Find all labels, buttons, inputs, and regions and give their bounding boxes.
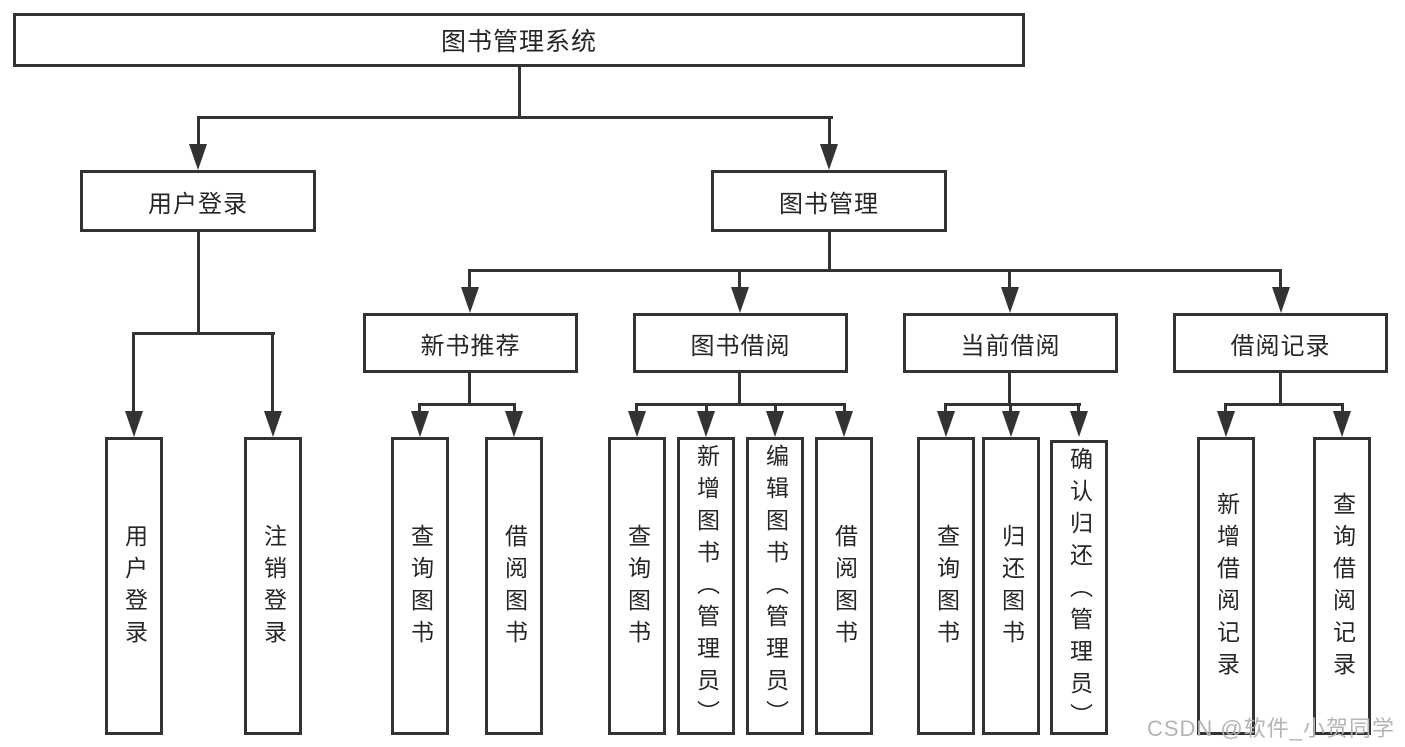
arrow-down-icon — [937, 411, 955, 437]
connector-line — [197, 116, 833, 119]
connector-line — [944, 403, 947, 413]
connector-line — [1224, 403, 1227, 413]
connector-line — [635, 403, 638, 413]
arrow-down-icon — [264, 411, 282, 437]
node-book-management: 图书管理 — [711, 170, 947, 232]
node-book-borrowing: 图书借阅 — [633, 313, 848, 373]
connector-line — [418, 403, 421, 413]
leaf-borrow-books-1: 借阅图书 — [485, 437, 543, 735]
connector-line — [468, 269, 471, 289]
connector-line — [1009, 403, 1012, 413]
leaf-query-books-1: 查询图书 — [391, 437, 449, 735]
arrow-down-icon — [628, 411, 646, 437]
arrow-down-icon — [1002, 411, 1020, 437]
connector-line — [828, 116, 831, 148]
leaf-edit-books-admin: 编辑图书（管理员） — [746, 437, 804, 735]
connector-line — [418, 403, 516, 406]
connector-line — [705, 403, 708, 413]
connector-line — [271, 332, 274, 413]
connector-line — [843, 403, 846, 413]
leaf-confirm-return-admin: 确认归还（管理员） — [1050, 440, 1108, 735]
arrow-down-icon — [1272, 287, 1290, 313]
leaf-query-books-3: 查询图书 — [917, 437, 975, 735]
arrow-down-icon — [1333, 411, 1351, 437]
node-current-borrowing: 当前借阅 — [903, 313, 1118, 373]
connector-line — [1008, 269, 1011, 289]
connector-line — [132, 332, 135, 413]
arrow-down-icon — [1070, 411, 1088, 437]
arrow-down-icon — [1001, 287, 1019, 313]
leaf-query-books-2: 查询图书 — [608, 437, 666, 735]
leaf-user-login: 用户登录 — [105, 437, 163, 735]
connector-line — [1279, 269, 1282, 289]
connector-line — [1008, 373, 1011, 406]
connector-line — [1077, 403, 1080, 413]
leaf-add-books-admin: 新增图书（管理员） — [677, 437, 735, 735]
arrow-down-icon — [189, 144, 207, 170]
connector-line — [944, 403, 1081, 406]
connector-line — [1341, 403, 1344, 413]
arrow-down-icon — [505, 411, 523, 437]
connector-line — [828, 232, 831, 272]
connector-line — [197, 116, 200, 148]
node-user-login: 用户登录 — [80, 170, 316, 232]
connector-line — [738, 373, 741, 406]
leaf-borrow-books-2: 借阅图书 — [815, 437, 873, 735]
node-new-book-recommend: 新书推荐 — [363, 313, 578, 373]
connector-line — [132, 332, 275, 335]
csdn-watermark: CSDN @软件_小贺同学 — [1146, 716, 1395, 741]
arrow-down-icon — [766, 411, 784, 437]
arrow-down-icon — [1217, 411, 1235, 437]
arrow-down-icon — [697, 411, 715, 437]
leaf-return-books: 归还图书 — [982, 437, 1040, 735]
connector-line — [738, 269, 741, 289]
arrow-down-icon — [731, 287, 749, 313]
arrow-down-icon — [820, 144, 838, 170]
arrow-down-icon — [411, 411, 429, 437]
leaf-add-borrow-record: 新增借阅记录 — [1197, 437, 1255, 735]
connector-line — [635, 403, 846, 406]
arrow-down-icon — [461, 287, 479, 313]
connector-line — [468, 269, 1282, 272]
node-borrow-records: 借阅记录 — [1173, 313, 1388, 373]
connector-line — [1279, 373, 1282, 406]
connector-line — [774, 403, 777, 413]
arrow-down-icon — [835, 411, 853, 437]
connector-line — [1224, 403, 1344, 406]
arrow-down-icon — [125, 411, 143, 437]
leaf-logout: 注销登录 — [244, 437, 302, 735]
connector-line — [468, 373, 471, 406]
leaf-query-borrow-record: 查询借阅记录 — [1313, 437, 1371, 735]
node-root-library-system: 图书管理系统 — [13, 13, 1025, 67]
connector-line — [518, 66, 521, 119]
connector-line — [513, 403, 516, 413]
connector-line — [197, 232, 200, 335]
